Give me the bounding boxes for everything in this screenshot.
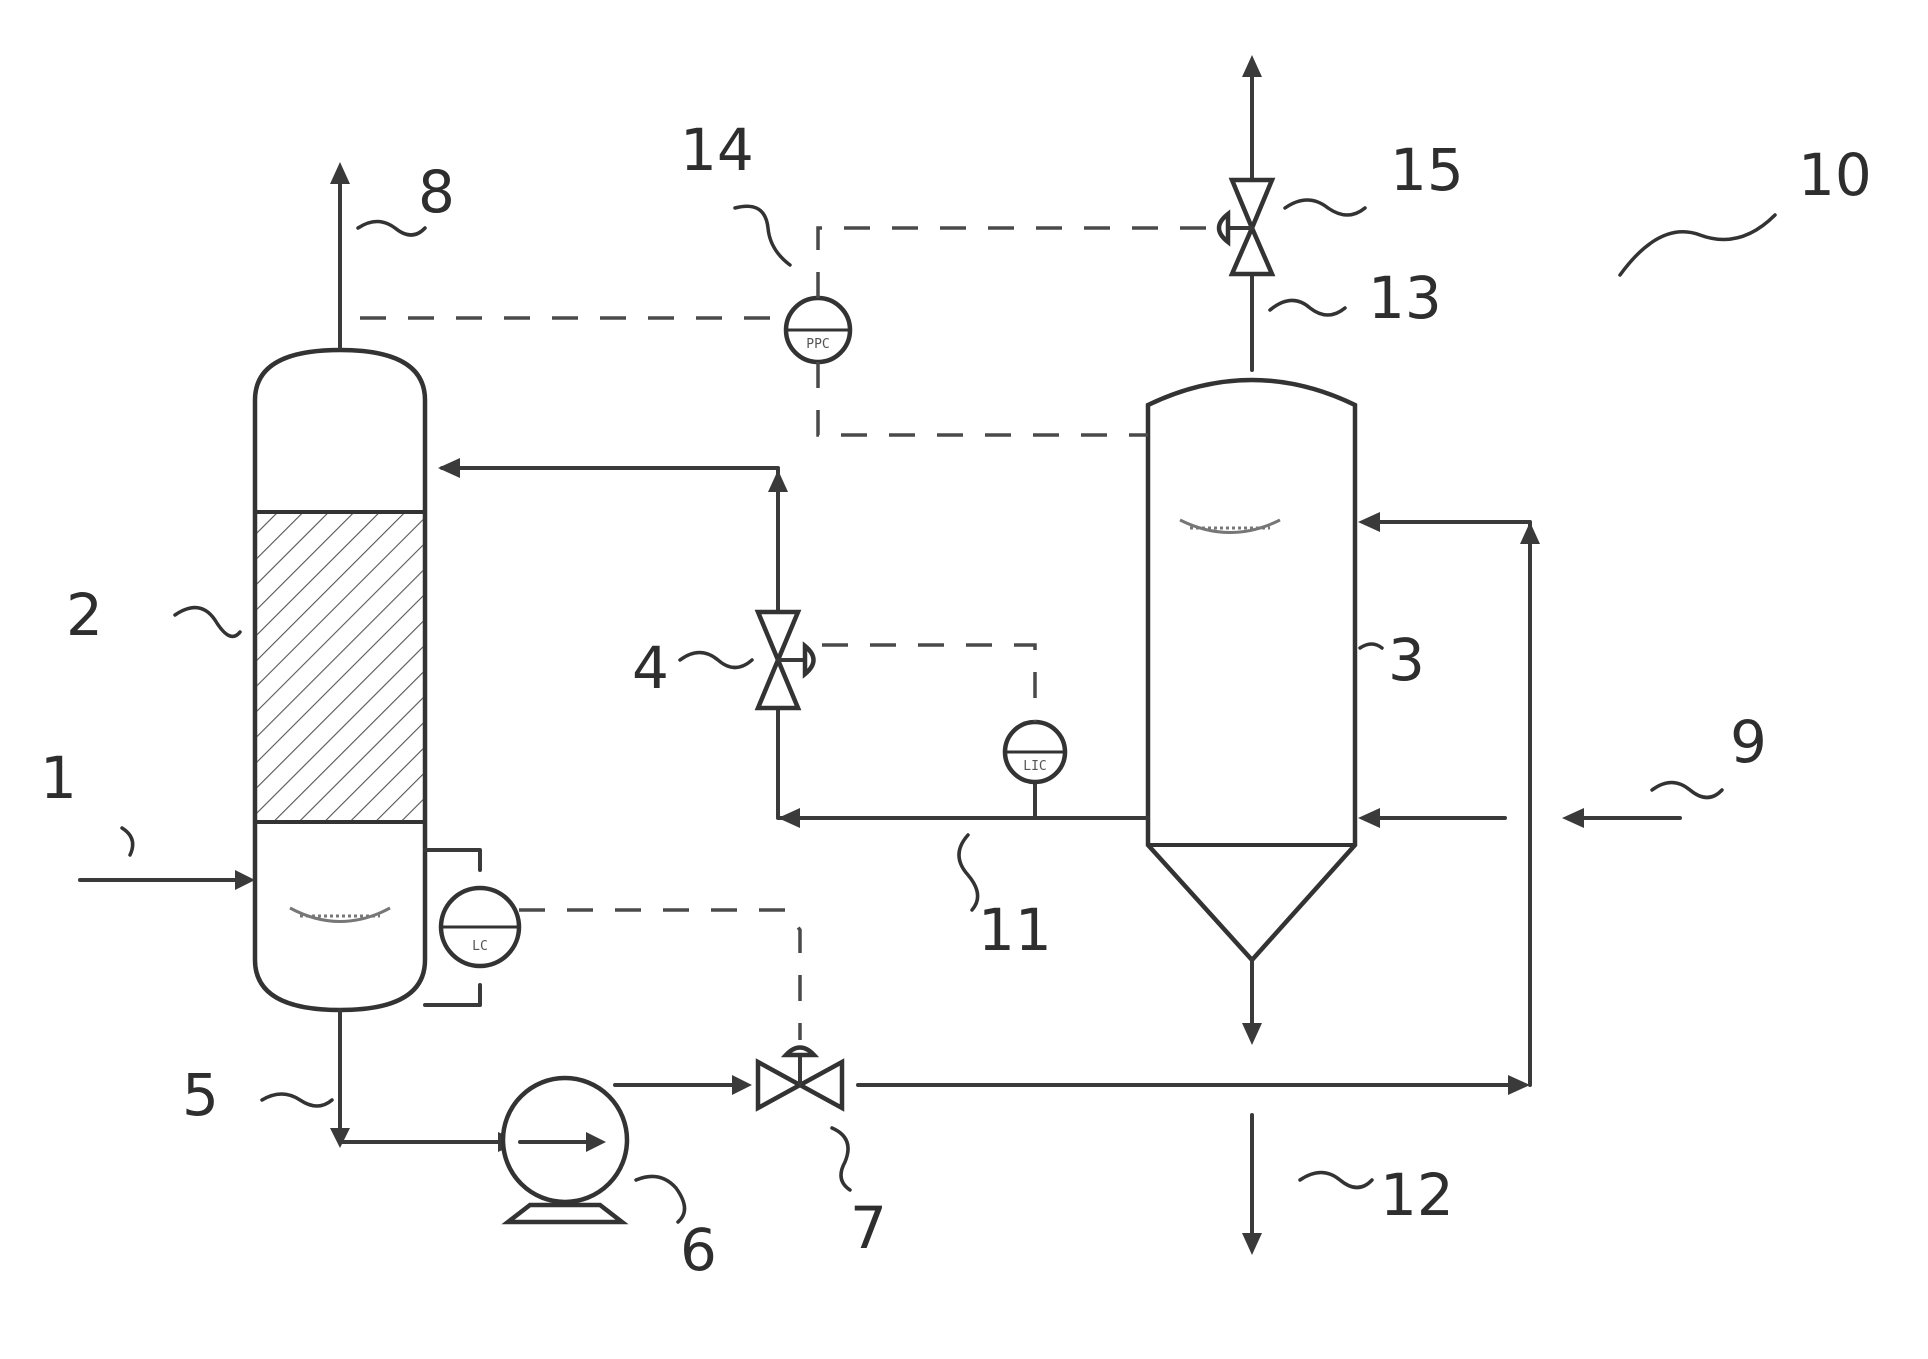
label-2: 2: [66, 581, 103, 649]
signal-pc14-to-valve-15: [818, 228, 1208, 298]
valve-7: [758, 1048, 842, 1109]
arrow-vessel-inlet-feed-9: [1358, 808, 1380, 828]
arrow-vent-top: [1242, 55, 1262, 77]
arrow-vessel-bottom: [1242, 1023, 1262, 1045]
arrow-return-to-column: [438, 458, 460, 478]
signal-pc14-to-vessel: [818, 362, 1148, 435]
line-11: [778, 705, 1148, 818]
label-6: 6: [680, 1216, 717, 1284]
label-11: 11: [978, 896, 1052, 964]
label-14: 14: [680, 116, 754, 184]
label-1: 1: [40, 744, 77, 812]
label-5: 5: [182, 1061, 219, 1129]
arrow-feed-9: [1562, 808, 1584, 828]
arrow-vessel-inlet-top: [1358, 512, 1380, 532]
signal-lic-to-valve-4: [822, 645, 1035, 722]
column-level-controller: LC: [425, 850, 519, 1005]
arrow-riser: [1520, 522, 1540, 544]
arrow-pump-discharge: [732, 1075, 752, 1095]
pressure-controller-14: PPC: [786, 298, 850, 362]
valve-4: [758, 612, 814, 708]
pressure-tag: PPC: [806, 337, 829, 352]
signal-lc-to-valve-7: [519, 910, 800, 1040]
label-13: 13: [1368, 264, 1442, 332]
label-10: 10: [1798, 141, 1872, 209]
arrow-line-corner: [1508, 1075, 1530, 1095]
arrow-bottoms-5: [330, 1128, 350, 1148]
label-8: 8: [418, 158, 455, 226]
label-15: 15: [1390, 136, 1464, 204]
label-3: 3: [1388, 626, 1425, 694]
arrow-feed-1: [235, 870, 255, 890]
arrow-outlet-12: [1242, 1233, 1262, 1255]
label-12: 12: [1380, 1161, 1454, 1229]
column-level-tag: LC: [472, 939, 488, 954]
vessel-3: [1148, 380, 1355, 960]
arrow-return-up: [768, 470, 788, 492]
label-7: 7: [850, 1194, 887, 1262]
packed-bed: [255, 512, 425, 822]
flow-arrows: [235, 55, 1584, 1255]
level-controller-vessel: LIC: [1005, 722, 1065, 782]
riser-line: [1372, 522, 1530, 1085]
pump-6: [503, 1078, 627, 1222]
bottoms-line-5: [340, 1010, 505, 1142]
label-9: 9: [1730, 708, 1767, 776]
column-2: [255, 350, 425, 1010]
valve-15: [1219, 180, 1272, 274]
return-line-to-column: [442, 468, 778, 612]
label-4: 4: [632, 634, 669, 702]
vessel-level-tag: LIC: [1023, 759, 1046, 774]
arrow-overhead-8: [330, 162, 350, 184]
arrow-line-11: [778, 808, 800, 828]
